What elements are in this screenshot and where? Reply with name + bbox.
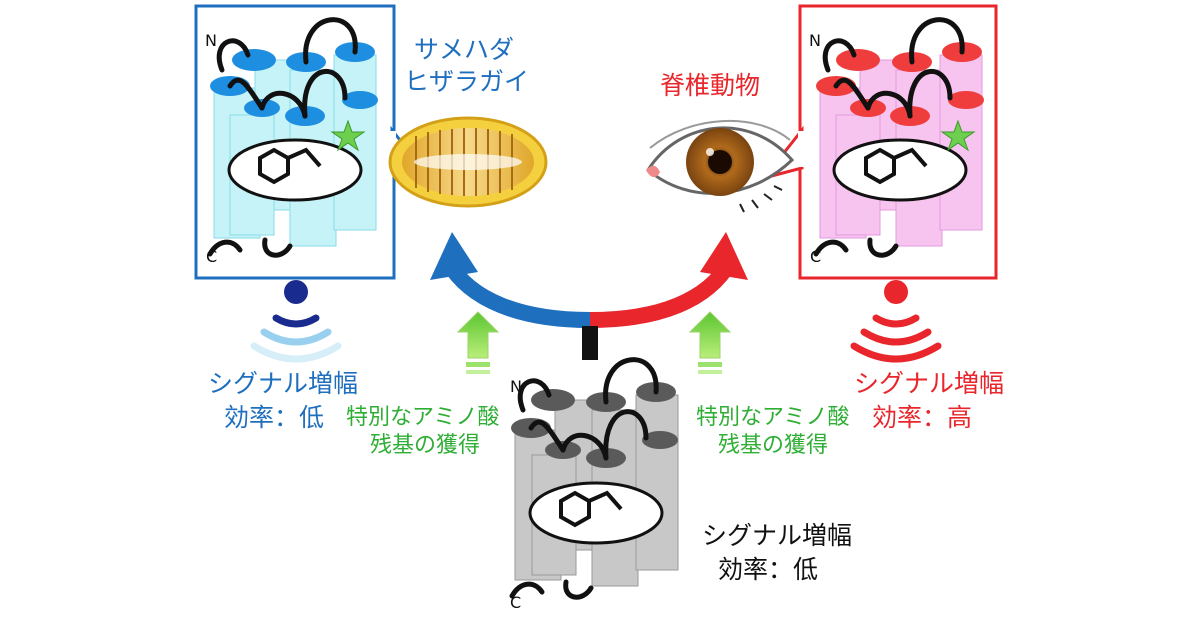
red-n-terminus: N [809,31,821,50]
blue-signal-label: シグナル増幅 [208,369,359,398]
gray-signal-label: シグナル増幅 [702,521,853,550]
acquisition-arrow-right [688,311,732,374]
red-c-terminus: C [810,247,821,266]
chiton-label-line2: ヒザラガイ [404,67,530,96]
red-efficiency-label: 効率：高 [872,403,973,432]
eye-image [646,119,795,213]
chiton-label-line1: サメハダ [414,35,515,64]
signal-icon-red [850,280,942,363]
signal-icon-blue [250,280,342,363]
protein-blue [194,4,396,280]
blue-c-terminus: C [206,247,217,266]
acquisition-right-line2: 残基の獲得 [718,433,829,458]
evolution-arrows [430,232,748,360]
chiton-image [388,116,548,208]
blue-n-terminus: N [205,31,217,50]
acquisition-left-line2: 残基の獲得 [370,433,481,458]
acquisition-left-line1: 特別なアミノ酸 [346,405,500,430]
acquisition-arrow-left [456,311,500,374]
gray-efficiency-label: 効率：低 [718,555,819,584]
acquisition-right-line1: 特別なアミノ酸 [696,405,850,430]
gray-n-terminus: N [510,377,522,396]
protein-red [798,4,998,280]
protein-gray [509,357,679,600]
gray-c-terminus: C [510,593,521,612]
red-signal-label: シグナル増幅 [854,369,1005,398]
vertebrate-label: 脊椎動物 [660,71,761,100]
blue-efficiency-label: 効率：低 [224,403,325,432]
